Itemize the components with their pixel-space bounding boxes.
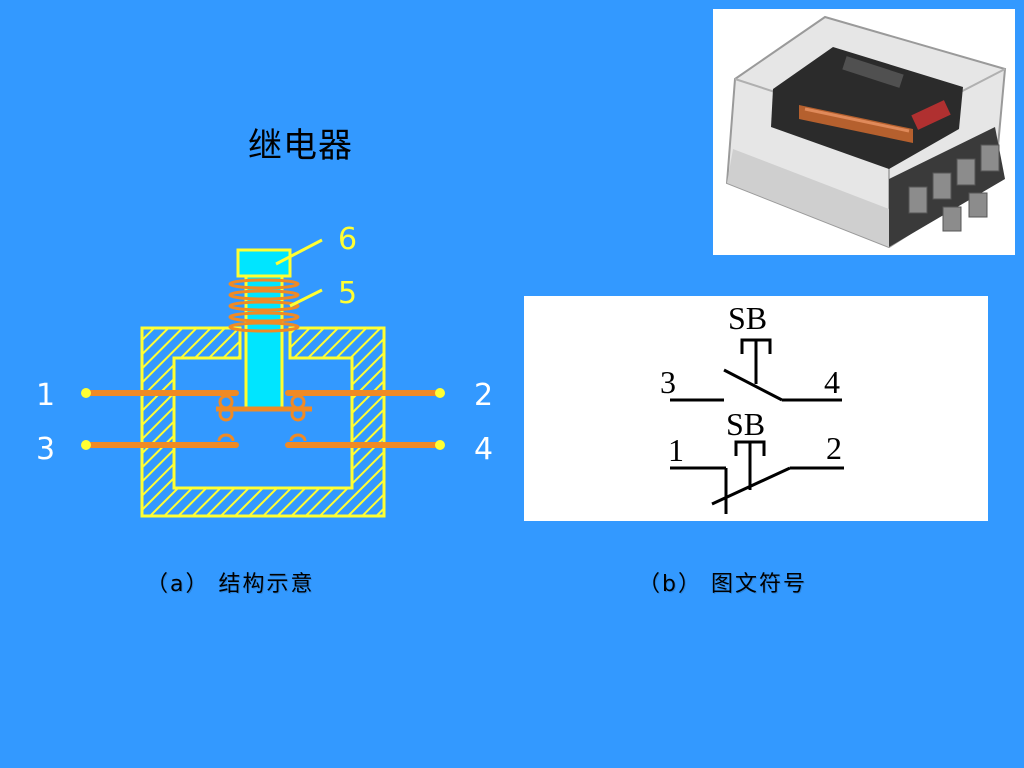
lower-contact-points — [217, 433, 307, 442]
slide-title: 继电器 — [248, 126, 353, 166]
callout-leader-5 — [289, 288, 323, 308]
symbol-label-3: 3 — [660, 364, 676, 400]
symbol-label-sb-top: SB — [728, 300, 768, 336]
normally-open-contact — [670, 338, 842, 402]
yoke-frame — [140, 326, 386, 518]
caption-structure: （a） 结构示意 — [146, 572, 315, 597]
symbol-label-1: 1 — [668, 432, 684, 468]
terminal-label-2: 2 — [474, 378, 494, 413]
terminal-label-1: 1 — [36, 378, 56, 413]
terminal-label-4: 4 — [474, 432, 494, 467]
caption-symbol: （b） 图文符号 — [638, 572, 807, 597]
symbol-label-4: 4 — [824, 364, 840, 400]
terminal-wires — [83, 390, 443, 448]
callout-label-5: 5 — [338, 276, 358, 311]
relay-contact-symbols — [670, 338, 844, 514]
terminal-dots — [81, 388, 445, 450]
relay-photo-illustration — [713, 9, 1015, 255]
plunger-cap — [236, 248, 292, 278]
relay-photo — [713, 9, 1015, 255]
normally-closed-contact — [670, 440, 844, 514]
relay-symbol-panel: SB 3 4 SB 1 2 — [524, 296, 988, 521]
plunger-shaft — [244, 274, 284, 410]
callout-label-6: 6 — [338, 222, 358, 257]
terminal-label-3: 3 — [36, 432, 56, 467]
callout-leader-6 — [275, 238, 323, 266]
symbol-label-sb-bottom: SB — [726, 406, 766, 442]
symbol-label-2: 2 — [826, 430, 842, 466]
coil-winding — [228, 278, 300, 333]
